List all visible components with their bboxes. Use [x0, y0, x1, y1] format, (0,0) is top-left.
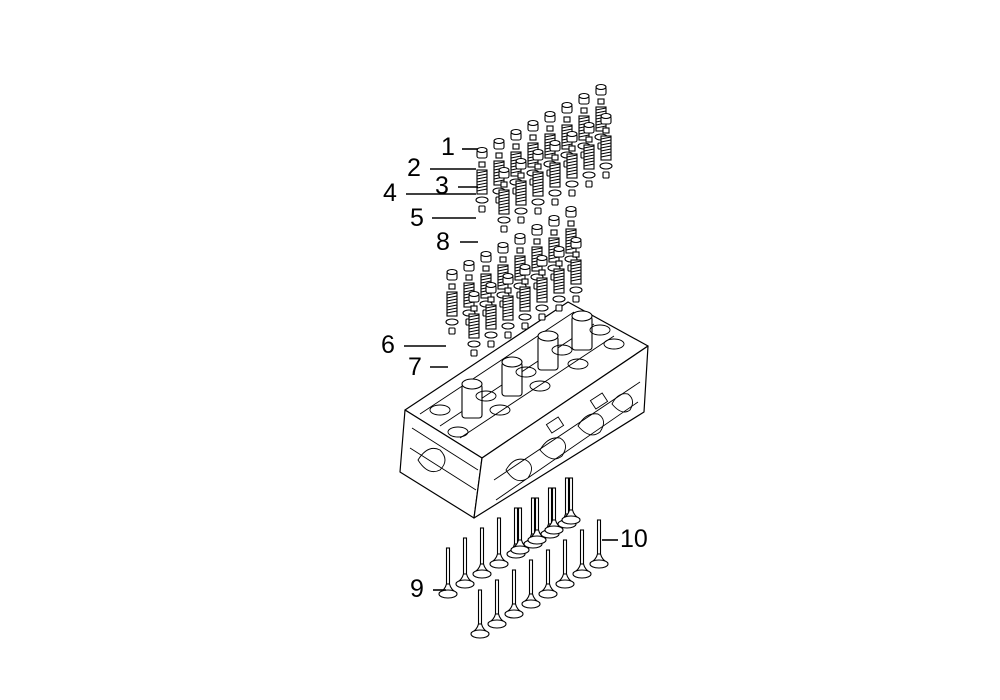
- svg-text:3: 3: [435, 172, 449, 200]
- valve-stack: [514, 157, 528, 224]
- valve: [521, 559, 541, 609]
- callout-10: 10: [602, 525, 648, 553]
- svg-text:6: 6: [381, 331, 395, 359]
- svg-text:7: 7: [408, 353, 422, 381]
- valve: [555, 539, 575, 589]
- valve: [572, 529, 592, 579]
- valve: [510, 507, 530, 555]
- svg-text:2: 2: [407, 154, 421, 182]
- valve: [438, 547, 458, 599]
- callouts: 1 2 3 4 5 8 6 7: [381, 133, 648, 603]
- callout-1: 1: [441, 133, 478, 161]
- valve-stack: [445, 268, 459, 335]
- valve-stack: [484, 281, 498, 348]
- callout-9: 9: [410, 575, 446, 603]
- valve-stack: [552, 245, 566, 312]
- valve: [561, 477, 581, 525]
- callout-4: 4: [383, 179, 476, 207]
- valve: [487, 579, 507, 629]
- valve-stack: [497, 166, 511, 233]
- valve-stack: [475, 146, 489, 213]
- valve: [455, 537, 475, 589]
- valve: [504, 569, 524, 619]
- svg-text:4: 4: [383, 179, 397, 207]
- valve: [472, 527, 492, 579]
- callout-6: 6: [381, 331, 446, 359]
- valve: [489, 517, 509, 569]
- valve-stack: [531, 148, 545, 215]
- svg-text:1: 1: [441, 133, 455, 161]
- cylinder-head: [399, 301, 649, 519]
- svg-text:8: 8: [436, 228, 450, 256]
- callout-8: 8: [436, 228, 478, 256]
- valve: [470, 589, 490, 639]
- callout-5: 5: [410, 204, 476, 232]
- valve-stack: [535, 254, 549, 321]
- valve: [544, 487, 564, 535]
- svg-text:5: 5: [410, 204, 424, 232]
- svg-text:9: 9: [410, 575, 424, 603]
- valve-stack: [569, 236, 583, 303]
- valve-stack: [599, 112, 613, 179]
- valve-stack: [501, 272, 515, 339]
- svg-text:10: 10: [620, 525, 648, 553]
- valve-stack: [582, 121, 596, 188]
- valve-stack: [548, 139, 562, 206]
- valve-stack: [565, 130, 579, 197]
- valves: [438, 477, 609, 639]
- callout-7: 7: [408, 353, 448, 381]
- callout-3: 3: [435, 172, 478, 200]
- valve: [589, 519, 609, 569]
- valve: [527, 497, 547, 545]
- callout-2: 2: [407, 154, 476, 182]
- valve-spring-assemblies: [445, 83, 613, 357]
- valve: [538, 549, 558, 599]
- valve-stack: [518, 263, 532, 330]
- valve-stack: [467, 290, 481, 357]
